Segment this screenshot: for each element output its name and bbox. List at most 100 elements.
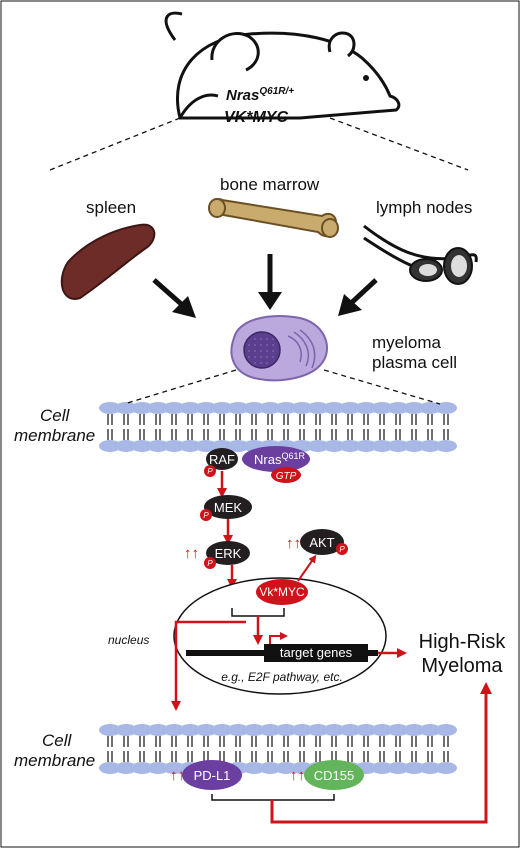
lymph-node-icon	[363, 224, 478, 285]
membrane-lipid-head	[387, 762, 409, 774]
membrane-lipid-head	[147, 762, 169, 774]
membrane-lipid-head	[435, 762, 457, 774]
erk-phospho-label: P	[207, 559, 213, 568]
membrane-lipid-head	[371, 402, 393, 414]
membrane-lipid-head	[403, 440, 425, 452]
membrane-lipid-head	[339, 440, 361, 452]
membrane-lipid-head	[99, 762, 121, 774]
membrane-lipid-head	[147, 402, 169, 414]
akt-label: AKT	[309, 535, 334, 550]
membrane-lipid-head	[131, 402, 153, 414]
dash-cell-left	[123, 369, 237, 405]
target-genes-label: target genes	[280, 645, 353, 660]
membrane-top-label-2: membrane	[14, 426, 95, 445]
mouse-genotype-line2: VK*MYC	[224, 109, 288, 126]
mouse-illustration: NrasQ61R/+ VK*MYC	[164, 11, 401, 126]
membrane-lipid-head	[339, 402, 361, 414]
membrane-lipid-head	[99, 402, 121, 414]
erk-label: ERK	[215, 546, 242, 561]
erk-phospho-badge	[204, 557, 216, 569]
membrane-lipid-head	[243, 762, 265, 774]
membrane-bottom-label-2: membrane	[14, 751, 95, 770]
membrane-lipid-head	[131, 724, 153, 736]
membrane-lipid-head	[291, 402, 313, 414]
membrane-lipid-head	[403, 402, 425, 414]
akt-phospho-badge	[336, 543, 348, 555]
erk-oval	[206, 541, 250, 565]
akt-oval	[300, 529, 344, 555]
membrane-lipid-head	[211, 724, 233, 736]
vkmyc-oval	[256, 579, 308, 605]
membrane-lipid-head	[131, 762, 153, 774]
membrane-lipid-head	[435, 440, 457, 452]
membrane-lipid-head	[259, 724, 281, 736]
membrane-lipid-head	[179, 724, 201, 736]
membrane-lipid-head	[355, 440, 377, 452]
cell-membrane-top	[99, 402, 457, 452]
label-lymph-nodes: lymph nodes	[376, 198, 472, 217]
membrane-lipid-head	[435, 724, 457, 736]
membrane-lipid-head	[275, 402, 297, 414]
gtp-label: GTP	[276, 471, 297, 482]
membrane-lipid-head	[259, 402, 281, 414]
membrane-lipid-head	[387, 402, 409, 414]
dash-cell-right	[323, 369, 441, 405]
mek-label: MEK	[214, 500, 243, 515]
membrane-lipid-head	[227, 402, 249, 414]
membrane-lipid-head	[419, 440, 441, 452]
membrane-lipid-head	[227, 440, 249, 452]
nras-oval	[242, 446, 310, 472]
membrane-lipid-head	[307, 724, 329, 736]
target-genes-example: e.g., E2F pathway, etc.	[221, 670, 343, 684]
label-spleen: spleen	[86, 198, 136, 217]
membrane-lipid-head	[147, 440, 169, 452]
membrane-lipid-head	[195, 724, 217, 736]
raf-label: RAF	[209, 452, 235, 467]
membrane-lipid-head	[179, 402, 201, 414]
pdl1-up-arrows: ↑↑	[170, 767, 185, 784]
dash-left	[49, 117, 181, 171]
dash-right	[329, 117, 469, 171]
membrane-lipid-head	[115, 440, 137, 452]
cd155-oval	[304, 760, 364, 790]
membrane-lipid-head	[355, 724, 377, 736]
label-bone-marrow: bone marrow	[220, 175, 320, 194]
membrane-lipid-head	[163, 762, 185, 774]
membrane-lipid-head	[323, 402, 345, 414]
membrane-lipid-head	[307, 440, 329, 452]
membrane-lipid-head	[131, 440, 153, 452]
membrane-lipid-head	[163, 402, 185, 414]
outcome-line1: High-Risk	[419, 631, 507, 653]
vkmyc-label: Vk*MYC	[259, 585, 305, 599]
nras-label: NrasQ61R	[254, 451, 305, 467]
membrane-lipid-head	[211, 402, 233, 414]
surface-bracket	[211, 794, 335, 801]
gtp-oval	[271, 467, 301, 483]
raf-phospho-label: P	[207, 467, 213, 476]
raf-oval	[206, 448, 238, 470]
membrane-lipid-head	[195, 402, 217, 414]
membrane-lipid-head	[355, 402, 377, 414]
membrane-lipid-head	[195, 440, 217, 452]
membrane-lipid-head	[371, 762, 393, 774]
membrane-lipid-head	[163, 440, 185, 452]
cell-membrane-bottom	[99, 724, 457, 774]
pdl1-oval	[182, 760, 242, 790]
akt-phospho-label: P	[339, 545, 345, 554]
label-myeloma: myeloma	[372, 333, 442, 352]
membrane-lipid-head	[339, 724, 361, 736]
mek-phospho-label: P	[203, 511, 209, 520]
membrane-lipid-head	[403, 762, 425, 774]
erk-up-arrows: ↑↑	[184, 545, 199, 562]
mek-oval	[204, 495, 252, 519]
arrow-nucleus-membrane	[171, 620, 246, 711]
target-genes-box	[264, 644, 368, 662]
membrane-lipid-head	[371, 440, 393, 452]
membrane-bottom-label-1: Cell	[42, 731, 73, 750]
membrane-lipid-head	[291, 724, 313, 736]
membrane-lipid-head	[419, 402, 441, 414]
membrane-lipid-head	[99, 440, 121, 452]
membrane-lipid-head	[435, 402, 457, 414]
